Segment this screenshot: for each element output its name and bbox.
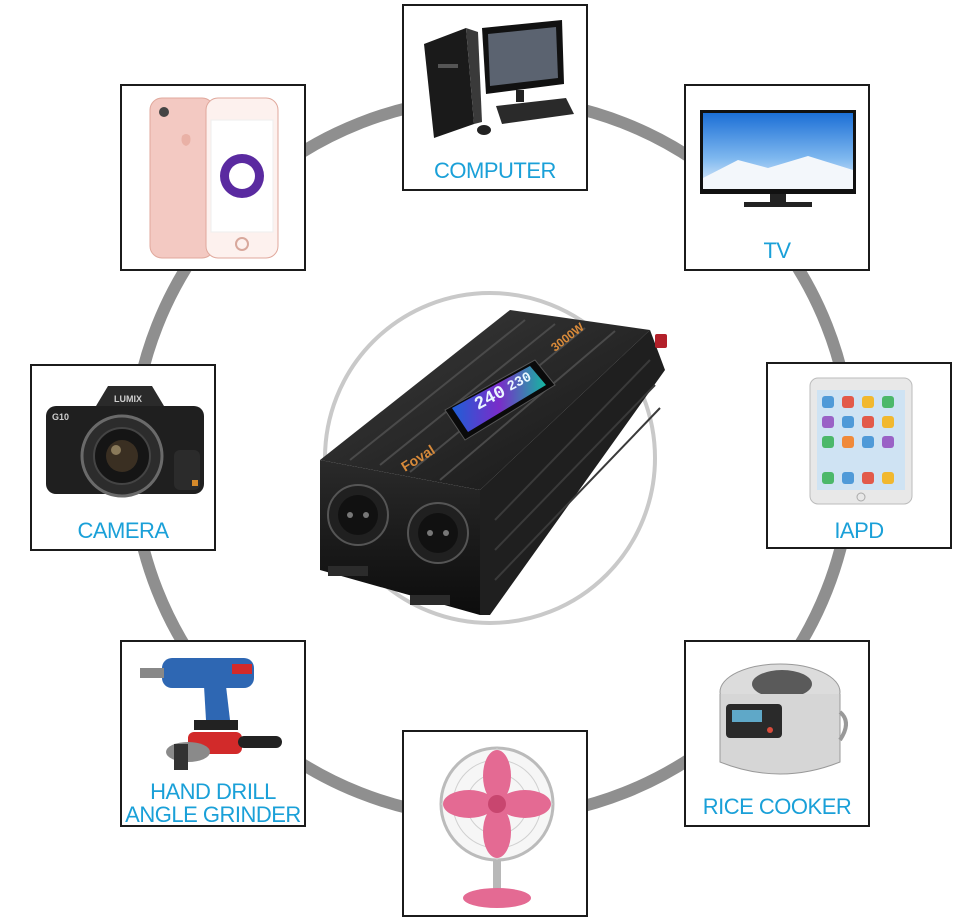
computer-label: COMPUTER bbox=[434, 158, 556, 183]
device-card-phone bbox=[120, 84, 306, 271]
device-card-drill: HAND DRILL ANGLE GRINDER bbox=[120, 640, 306, 827]
computer-icon bbox=[424, 20, 574, 138]
camera-label: CAMERA bbox=[77, 518, 169, 543]
drill-icon bbox=[140, 658, 282, 770]
phone-icon bbox=[149, 97, 279, 259]
device-card-rice-cooker: RICE COOKER bbox=[684, 640, 870, 827]
ipad-label: IAPD bbox=[834, 518, 884, 543]
device-card-computer: COMPUTER bbox=[402, 4, 588, 191]
device-card-fan bbox=[402, 730, 588, 917]
tablet-icon bbox=[809, 377, 913, 505]
rice-cooker-label: RICE COOKER bbox=[702, 794, 852, 819]
tv-label: TV bbox=[763, 238, 791, 263]
drill-label: HAND DRILL ANGLE GRINDER bbox=[122, 780, 304, 826]
drill-label-line1: HAND DRILL bbox=[150, 779, 276, 804]
svg-text:LUMIX: LUMIX bbox=[114, 394, 142, 404]
rice-cooker-icon bbox=[719, 663, 848, 775]
device-card-camera: LUMIX G10 CAMERA bbox=[30, 364, 216, 551]
drill-label-line2: ANGLE GRINDER bbox=[125, 802, 301, 827]
power-inverter-image: 240 230 Foval 3000W bbox=[320, 310, 667, 615]
tv-icon bbox=[700, 110, 856, 207]
device-card-tv: TV bbox=[684, 84, 870, 271]
svg-text:G10: G10 bbox=[52, 412, 69, 422]
device-card-ipad: IAPD bbox=[766, 362, 952, 549]
fan-icon bbox=[439, 746, 555, 908]
camera-icon: LUMIX G10 bbox=[46, 386, 204, 498]
